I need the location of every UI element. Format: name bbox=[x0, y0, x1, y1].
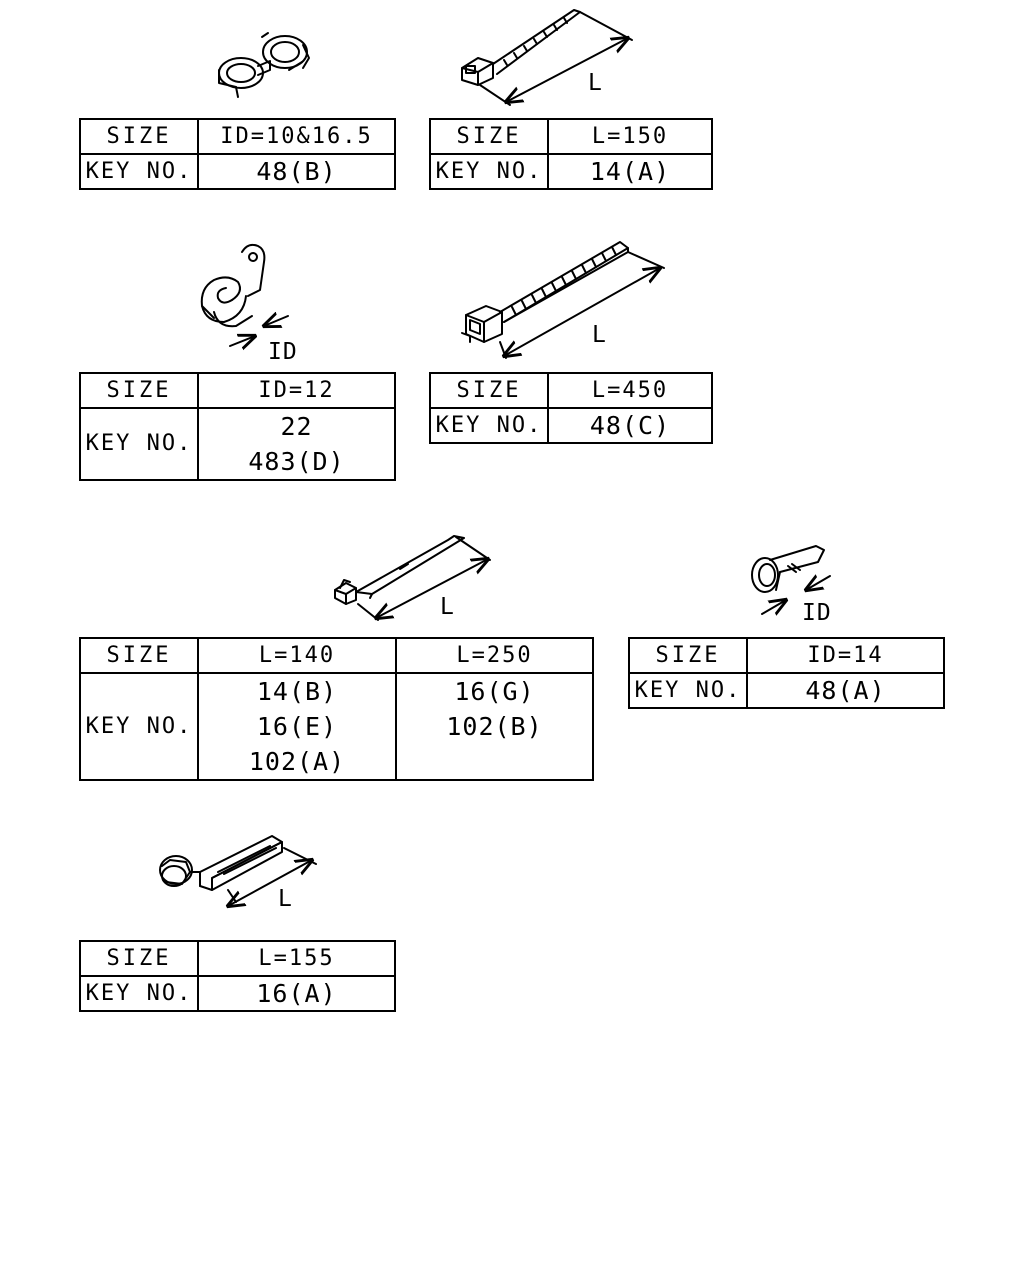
spec-table-flat-tie: SIZE L=140 L=250 KEY NO. 14(B) 16(E) 102… bbox=[79, 637, 594, 781]
size-label: SIZE bbox=[79, 372, 199, 409]
key-values: 16(G) 102(B) bbox=[395, 672, 594, 781]
double-clamp-drawing bbox=[218, 32, 310, 98]
key-values: 22 483(D) bbox=[197, 407, 396, 481]
dimension-label-L: L bbox=[592, 322, 607, 348]
spec-table-double-clamp: SIZE ID=10&16.5 KEY NO. 48(B) bbox=[79, 118, 396, 190]
key-label: KEY NO. bbox=[628, 672, 748, 709]
key-label: KEY NO. bbox=[79, 975, 199, 1012]
spec-table-tie-155: SIZE L=155 KEY NO. 16(A) bbox=[79, 940, 396, 1012]
size-label: SIZE bbox=[79, 637, 199, 674]
key-value: 16(E) bbox=[256, 712, 338, 741]
key-value: 102(A) bbox=[248, 747, 346, 776]
key-value: 16(A) bbox=[197, 975, 396, 1012]
dimension-label-ID: ID bbox=[802, 600, 832, 626]
cable-tie-150-drawing bbox=[461, 9, 633, 106]
key-value: 14(B) bbox=[256, 677, 338, 706]
flat-cable-tie-drawing bbox=[334, 535, 490, 621]
key-label: KEY NO. bbox=[429, 407, 549, 444]
dimension-label-L: L bbox=[278, 886, 293, 912]
key-value: 483(D) bbox=[248, 447, 345, 476]
size-value: L=450 bbox=[547, 372, 713, 409]
size-label: SIZE bbox=[429, 118, 549, 155]
size-value: L=150 bbox=[547, 118, 713, 155]
dimension-label-L: L bbox=[440, 594, 455, 620]
spec-table-tie-450: SIZE L=450 KEY NO. 48(C) bbox=[429, 372, 713, 444]
key-value: 48(C) bbox=[547, 407, 713, 444]
key-values: 14(B) 16(E) 102(A) bbox=[197, 672, 397, 781]
spec-table-tie-150: SIZE L=150 KEY NO. 14(A) bbox=[429, 118, 713, 190]
key-label: KEY NO. bbox=[79, 153, 199, 190]
spec-table-bracket-clip: SIZE ID=12 KEY NO. 22 483(D) bbox=[79, 372, 396, 481]
key-value: 48(A) bbox=[746, 672, 945, 709]
size-label: SIZE bbox=[429, 372, 549, 409]
bracket-clip-drawing bbox=[200, 243, 289, 346]
cable-tie-450-drawing bbox=[461, 241, 665, 359]
key-value: 14(A) bbox=[547, 153, 713, 190]
spec-table-small-clamp: SIZE ID=14 KEY NO. 48(A) bbox=[628, 637, 945, 709]
size-label: SIZE bbox=[79, 940, 199, 977]
size-label: SIZE bbox=[79, 118, 199, 155]
cable-tie-155-drawing bbox=[159, 835, 317, 906]
key-value: 16(G) bbox=[454, 677, 535, 706]
size-value: ID=14 bbox=[746, 637, 945, 674]
key-label: KEY NO. bbox=[429, 153, 549, 190]
key-label: KEY NO. bbox=[79, 407, 199, 481]
size-value: L=140 bbox=[197, 637, 397, 674]
size-label: SIZE bbox=[628, 637, 748, 674]
key-value: 102(B) bbox=[446, 712, 543, 741]
size-value: ID=10&16.5 bbox=[197, 118, 396, 155]
small-clamp-drawing bbox=[751, 545, 831, 614]
key-label: KEY NO. bbox=[79, 672, 199, 781]
dimension-label-L: L bbox=[588, 70, 603, 96]
size-value: L=155 bbox=[197, 940, 396, 977]
dimension-label-ID: ID bbox=[268, 339, 298, 365]
size-value: ID=12 bbox=[197, 372, 396, 409]
size-value: L=250 bbox=[395, 637, 594, 674]
key-value: 48(B) bbox=[197, 153, 396, 190]
key-value: 22 bbox=[280, 412, 313, 441]
